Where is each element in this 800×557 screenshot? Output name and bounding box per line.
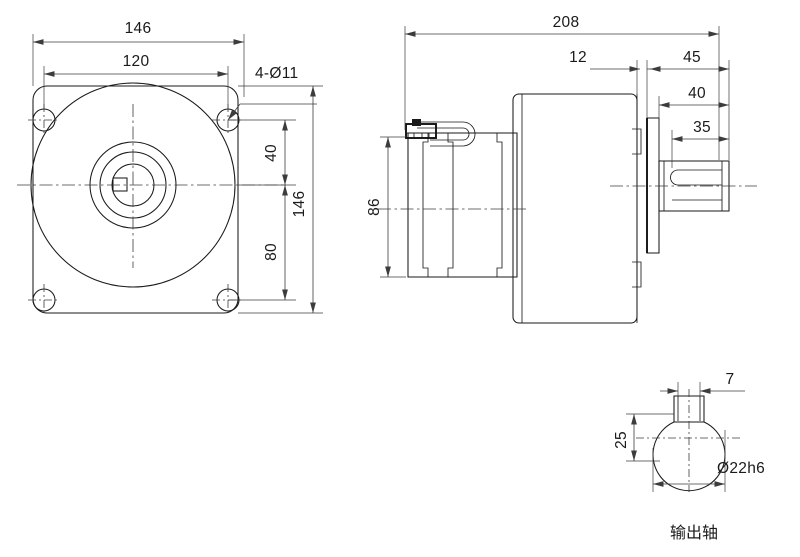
dim-front-bolt-pitch-120: 120 (43, 53, 229, 110)
side-view: 208 12 45 40 (366, 14, 757, 324)
dim-label-flat-height: 25 (613, 431, 630, 449)
note-mounting-holes: 4-Ø11 (227, 65, 317, 121)
dim-side-key-35: 35 (671, 119, 729, 168)
cable-connector-body (405, 123, 437, 139)
dim-detail-shaft-diameter: Ø22h6 (652, 430, 765, 492)
dim-label-shaft-40: 40 (688, 85, 706, 102)
mounting-hole-bottom-left (28, 284, 60, 316)
dim-label-total-length: 208 (553, 14, 580, 31)
shaft-section-circle (652, 421, 726, 492)
dim-label-key-width: 7 (726, 371, 735, 388)
dim-side-shaft-45: 45 (650, 49, 730, 160)
shaft-keyway-slot (670, 169, 722, 186)
dim-side-height-86: 86 (366, 136, 406, 278)
dim-label-front-width: 146 (125, 20, 152, 37)
motor-rib-left (422, 133, 429, 277)
dim-label-center-to-hole: 40 (263, 144, 280, 162)
gearbox-notch-bottom (632, 261, 642, 288)
dim-side-shaft-40: 40 (658, 85, 729, 160)
gearbox-housing-outline (512, 93, 638, 324)
dim-label-shaft-diameter: Ø22h6 (717, 460, 765, 477)
dim-label-shaft-total: 45 (683, 49, 701, 66)
dim-side-flange-12: 12 (569, 49, 660, 118)
dim-front-center-to-bottom-hole-80: 80 (228, 185, 296, 301)
cable-assembly (405, 119, 476, 147)
motor-body-outline (407, 132, 518, 278)
motor-rib-mid (447, 133, 454, 277)
dim-front-width-146: 146 (32, 20, 245, 97)
detail-view: 7 25 Ø22h6 输出轴 (613, 371, 765, 542)
motor-rib-right (496, 133, 503, 277)
dim-front-height-146: 146 (238, 85, 323, 314)
front-face-circle (30, 82, 236, 288)
dim-detail-flat-25: 25 (613, 413, 674, 462)
dim-label-front-height: 146 (291, 191, 308, 218)
gearbox-notch-top (632, 128, 642, 155)
dim-label-flange-thickness: 12 (569, 49, 587, 66)
cable-outer (417, 121, 476, 147)
detail-view-caption: 输出轴 (670, 523, 718, 542)
cable-end-cap (412, 119, 421, 126)
dim-front-center-to-hole-40: 40 (228, 119, 296, 186)
front-plate-outline (32, 85, 239, 314)
dim-label-center-to-bottom-hole: 80 (263, 243, 280, 261)
dim-label-hole-note: 4-Ø11 (255, 65, 298, 82)
cable-inner (417, 127, 470, 141)
output-flange-boss (646, 117, 660, 254)
dim-detail-key-width-7: 7 (660, 371, 745, 398)
dim-label-bolt-pitch: 120 (123, 53, 150, 70)
output-shaft-outline (658, 160, 730, 212)
front-view: 146 120 4-Ø11 40 (17, 20, 323, 316)
keyway-square (112, 177, 128, 192)
dim-label-key-length: 35 (693, 119, 711, 136)
dim-label-body-height: 86 (366, 198, 383, 216)
